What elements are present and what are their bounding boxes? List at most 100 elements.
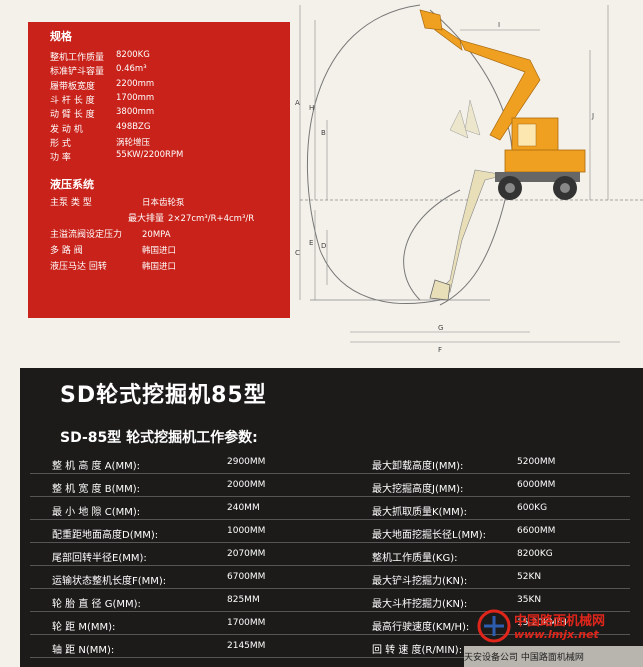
hydraulic-label: 主溢流阀设定压力 [50,230,123,240]
reach-envelope-inner [403,189,461,301]
param-right-value: 6600MM [517,526,556,536]
param-left-value: 2900MM [227,457,266,467]
reach-envelope-outer [306,4,441,304]
param-left-label: 配重距地面高度D(MM): [52,530,159,541]
param-right-value: 35KN [517,595,542,605]
table-row: 轮 胎 直 径 G(MM): 825MM 最大斗杆挖掘力(KN): 35KN [30,591,630,612]
param-right-value: 600KG [517,503,548,513]
watermark-url: www.lmjx.net [514,628,599,641]
spec-value: 2200mm [116,78,155,89]
spec-value: 55KW/2200RPM [116,150,184,161]
param-left-label: 轮 距 M(MM): [52,622,116,633]
boom-raised [459,39,541,141]
spec-row: 标准铲斗容量 0.46m³ [50,64,147,77]
chassis [495,172,580,182]
spec-heading: 规格 [50,30,72,43]
table-row: 配重距地面高度D(MM): 1000MM 最大地面挖掘长径L(MM): 6600MM [30,522,630,543]
param-right-label: 最大挖掘高度J(MM): [372,484,464,495]
param-right-label: 整机工作质量(KG): [372,553,458,564]
label-g: G [438,324,443,332]
param-right-label: 最大卸载高度I(MM): [372,461,464,472]
watermark-bar-text: 天安设备公司 中国路面机械网 [464,653,584,663]
label-j: J [591,112,594,120]
param-left-value: 2070MM [227,549,266,559]
spec-value: 498BZG [116,121,151,132]
param-right-value: 6000MM [517,480,556,490]
spec-row: 发 动 机 498BZG [50,122,150,135]
param-left-value: 240MM [227,503,260,513]
param-right-label: 最大地面挖掘长径L(MM): [372,530,486,541]
spec-value: 3800mm [116,107,155,118]
watermark-logo-icon [477,609,511,643]
param-left-label: 轴 距 N(MM): [52,645,115,656]
hydraulic-row: 液压马达 回转 韩国进口 [50,259,176,272]
param-left-value: 1000MM [227,526,266,536]
spec-label: 功 率 [50,153,71,164]
spec-label: 整机工作质量 [50,53,105,63]
spec-label: 履带板宽度 [50,81,96,92]
label-c: C [295,249,300,257]
watermark: 中国路面机械网 www.lmjx.net 天安设备公司 中国路面机械网 [464,606,643,667]
spec-label: 标准铲斗容量 [50,67,105,78]
param-left-value: 2000MM [227,480,266,490]
param-right-label: 最大斗杆挖掘力(KN): [372,599,468,610]
cab-window [517,123,537,147]
spec-row: 形 式 涡轮增压 [50,136,150,149]
param-left-value: 825MM [227,595,260,605]
param-left-label: 轮 胎 直 径 G(MM): [52,599,141,610]
hydraulic-label: 多 路 阀 [50,246,83,256]
table-row: 整 机 宽 度 B(MM): 2000MM 最大挖掘高度J(MM): 6000MM [30,476,630,497]
parameter-panel: SD轮式挖掘机85型 SD-85型 轮式挖掘机工作参数: 整 机 高 度 A(M… [20,368,643,667]
label-f: F [438,346,442,354]
hydraulic-row: 多 路 阀 韩国进口 [50,243,176,256]
arm-lowered [439,169,506,293]
table-row: 尾部回转半径E(MM): 2070MM 整机工作质量(KG): 8200KG [30,545,630,566]
spec-value: 0.46m³ [116,64,147,75]
hydraulic-value: 韩国进口 [142,246,177,256]
hydraulic-value: 20MPA [142,230,171,240]
param-right-value: 8200KG [517,549,553,559]
spec-row: 功 率 55KW/2200RPM [50,150,183,163]
param-left-label: 运输状态整机长度F(MM): [52,576,167,587]
spec-label: 形 式 [50,138,71,149]
param-right-label: 回 转 速 度(R/MIN): [372,645,463,656]
hydraulic-row: 主溢流阀设定压力 20MPA [50,227,171,240]
hydraulic-value: 韩国进口 [142,262,177,272]
bucket-lowered [429,279,451,301]
table-row: 最 小 地 隙 C(MM): 240MM 最大抓取质量K(MM): 600KG [30,499,630,520]
label-i: I [498,21,500,29]
spec-label: 斗 杆 长 度 [50,95,95,106]
spec-value: 涡轮增压 [116,137,151,148]
main-title: SD轮式挖掘机85型 [60,383,267,408]
param-right-value: 15-20KM/H [517,618,567,628]
label-e: E [309,239,313,247]
param-left-label: 整 机 高 度 A(MM): [52,461,140,472]
spec-row: 斗 杆 长 度 1700mm [50,93,154,106]
hydraulic-label: 液压马达 回转 [50,262,107,272]
label-b: B [321,129,326,137]
hydraulic-value: 日本齿轮泵 [142,198,185,208]
param-left-label: 尾部回转半径E(MM): [52,553,147,564]
param-left-label: 最 小 地 隙 C(MM): [52,507,141,518]
spec-value: 1700mm [116,92,155,103]
label-h: H [309,104,314,112]
hydraulic-label: 最大排量 [127,214,164,224]
hydraulic-label: 主泵 类 型 [50,198,92,208]
param-right-label: 最大抓取质量K(MM): [372,507,467,518]
upper-body [504,149,586,173]
label-a: A [295,99,300,107]
watermark-cn: 中国路面机械网 [514,614,606,629]
excavator-dimension-diagram: A H B C E D J I G F [295,4,643,354]
param-left-value: 1700MM [227,618,266,628]
spec-label: 发 动 机 [50,124,83,135]
param-left-label: 整 机 宽 度 B(MM): [52,484,141,495]
